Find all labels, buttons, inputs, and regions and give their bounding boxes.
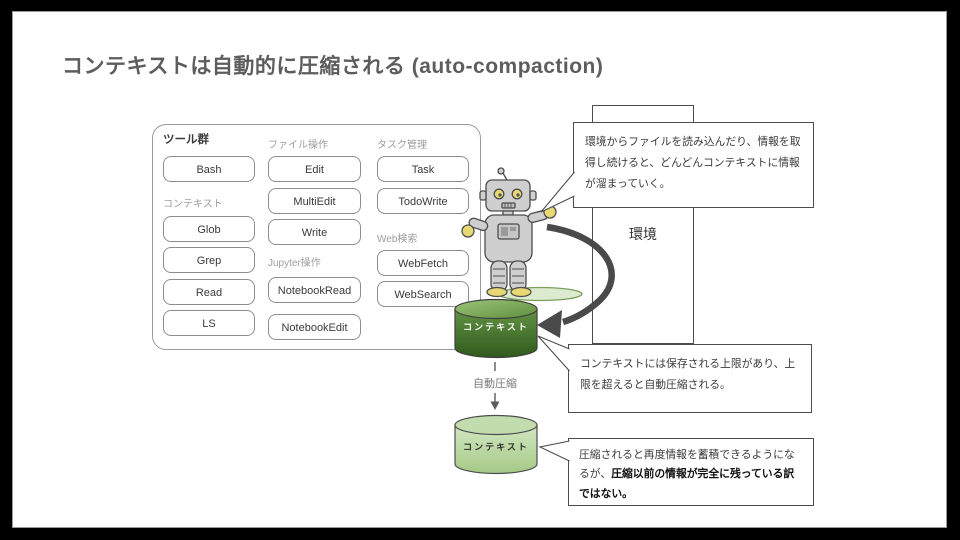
tool-notebookread: NotebookRead — [268, 277, 361, 303]
tool-group-label-task-mgmt: タスク管理 — [377, 140, 427, 151]
tool-todowrite: TodoWrite — [377, 188, 469, 214]
tool-websearch: WebSearch — [377, 281, 469, 307]
callout-accumulate: 環境からファイルを読み込んだり、情報を取得し続けると、どんどんコンテキストに情報… — [573, 122, 814, 208]
callout-compaction-text: 圧縮されると再度情報を蓄積できるようになるが、圧縮以前の情報が完全に残っている訳… — [579, 449, 795, 500]
tool-edit: Edit — [268, 156, 361, 182]
callout-compaction: 圧縮されると再度情報を蓄積できるようになるが、圧縮以前の情報が完全に残っている訳… — [568, 438, 814, 506]
context-cylinder-label: コンテキスト — [463, 322, 529, 332]
tool-webfetch: WebFetch — [377, 250, 469, 276]
tool-multiedit: MultiEdit — [268, 188, 361, 214]
tool-glob: Glob — [163, 216, 255, 242]
tool-notebookedit: NotebookEdit — [268, 314, 361, 340]
compacted-cylinder-label: コンテキスト — [463, 442, 529, 452]
tool-write: Write — [268, 219, 361, 245]
tool-group-label-context: コンテキスト — [163, 199, 223, 210]
callout-accumulate-text: 環境からファイルを読み込んだり、情報を取得し続けると、どんどんコンテキストに情報… — [585, 136, 801, 191]
callout-limit: コンテキストには保存される上限があり、上限を超えると自動圧縮される。 — [568, 344, 812, 413]
tool-ls: LS — [163, 310, 255, 336]
tool-group-label-jupyter: Jupyter操作 — [268, 258, 321, 269]
auto-compaction-label: 自動圧縮 — [473, 378, 517, 390]
tool-read: Read — [163, 279, 255, 305]
environment-label: 環境 — [629, 226, 657, 242]
callout-limit-text: コンテキストには保存される上限があり、上限を超えると自動圧縮される。 — [580, 358, 796, 392]
tool-group-label-file-ops: ファイル操作 — [268, 140, 328, 151]
tool-bash: Bash — [163, 156, 255, 182]
tool-group-label-tools: ツール群 — [163, 134, 209, 146]
tool-grep: Grep — [163, 247, 255, 273]
tool-task: Task — [377, 156, 469, 182]
tool-group-label-web-search: Web検索 — [377, 234, 418, 245]
slide-title: コンテキストは自動的に圧縮される (auto-compaction) — [62, 55, 604, 78]
